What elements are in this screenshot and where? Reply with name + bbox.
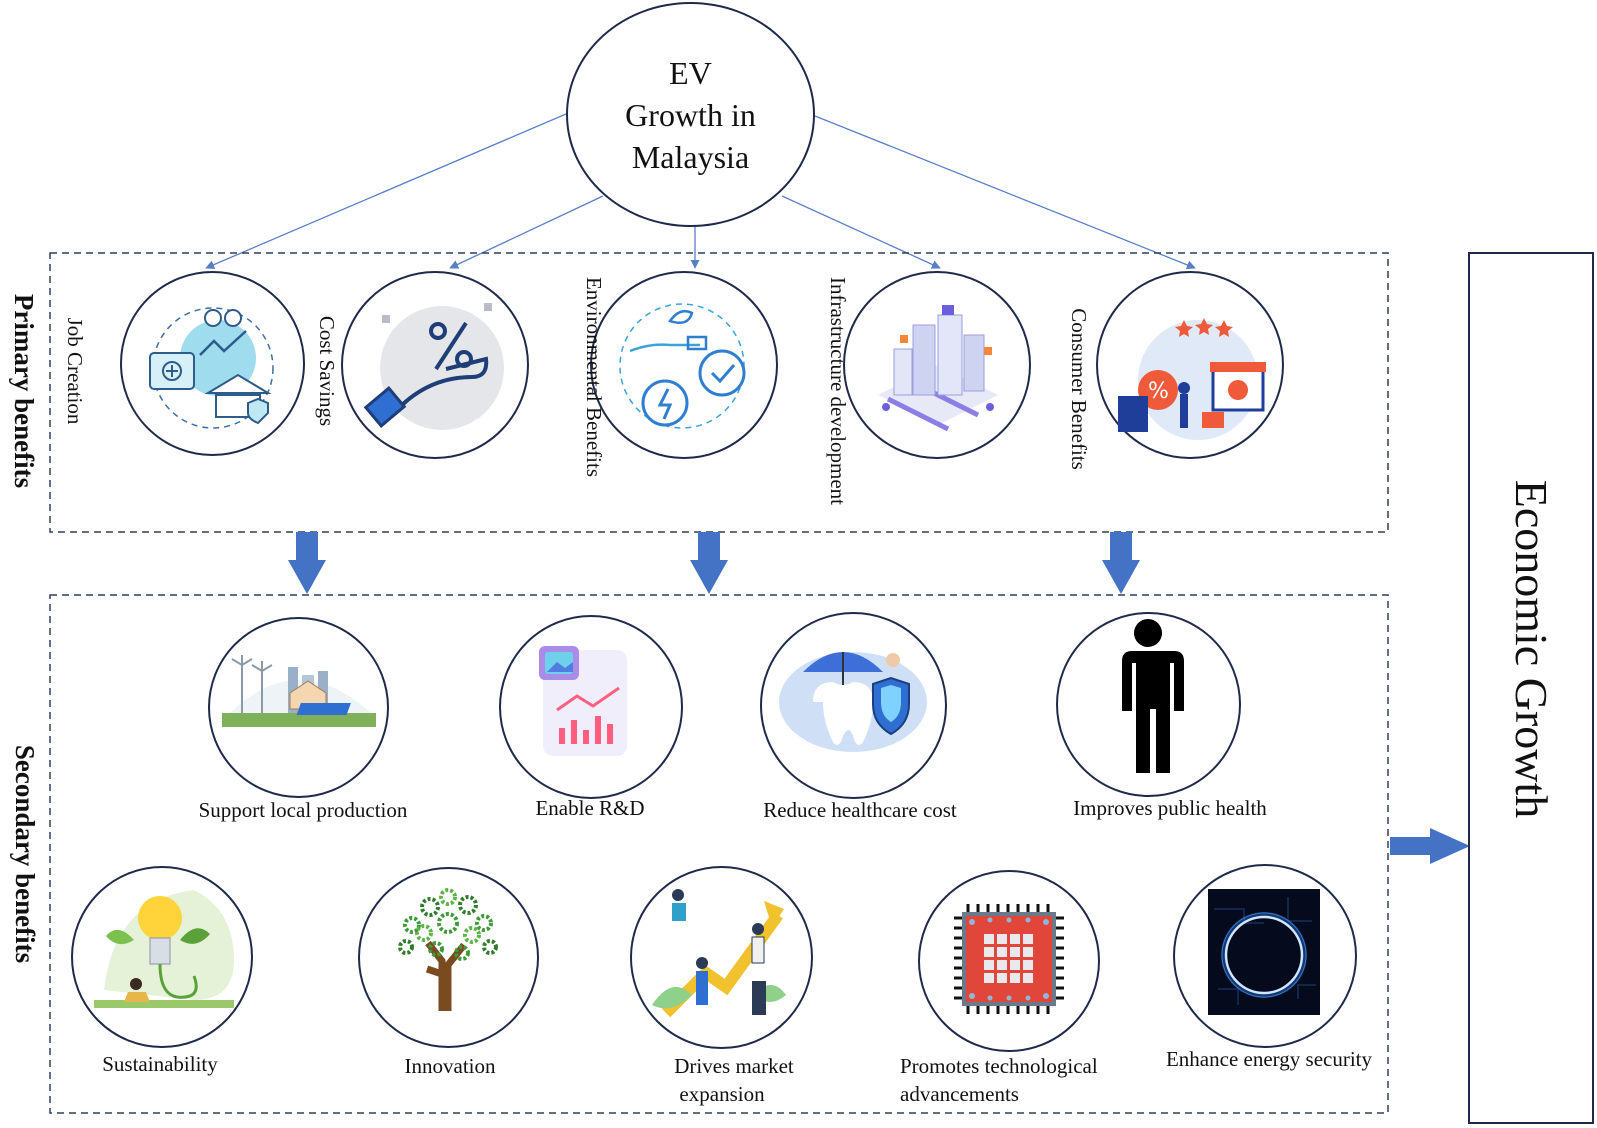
economic-growth-box [1468,252,1594,1124]
local-production-label: Support local production [198,798,408,822]
connector-consumer [814,115,1196,270]
infrastructure-icon [878,305,998,432]
economic-growth-label: Economic Growth [1506,479,1557,819]
chip-icon [954,904,1064,1014]
root-title-line-2: Growth in [625,97,756,133]
primary-benefits-label: Primary benefits [9,293,39,489]
growth-arrow-icon [652,889,786,1018]
root-circle [566,2,815,227]
innovation-circle [358,867,539,1048]
eco-bulb-icon [94,890,234,1008]
connector-cost-savings [449,195,604,269]
connector-infrastructure [781,195,941,269]
down-arrow-3 [1102,532,1140,594]
innovation-label: Innovation [404,1054,496,1078]
market-expansion-label-line-2: expansion [679,1082,765,1106]
market-expansion-label-line-1: Drives market [674,1054,794,1078]
energy-security-label: Enhance energy security [1165,1047,1373,1071]
market-expansion-label: Drives market expansion [634,1052,834,1108]
consumer-benefits-icon: % [1118,318,1266,440]
root-title-line-1: EV [669,55,712,91]
secondary-benefits-label: Secondary benefits [10,744,40,964]
environmental-label: Environmental Benefits [582,276,606,478]
sustainability-label: Sustainability [102,1052,218,1076]
cost-savings-icon [363,303,504,430]
cost-savings-label: Cost Savings [315,315,339,427]
secondary-benefits-box [49,594,1389,1114]
healthcare-label: Reduce healthcare cost [763,798,957,822]
root-title-line-3: Malaysia [631,139,750,175]
root-title: EV Growth in Malaysia [566,52,815,178]
local-production-icon [222,655,376,727]
tech-advancements-label-line-1: Promotes technological [900,1054,1098,1078]
right-arrow-to-economic-growth [1390,828,1470,864]
person-icon [1122,619,1184,773]
healthcare-shield-icon [779,652,927,752]
job-creation-icon [149,307,274,429]
market-expansion-circle [630,866,813,1049]
down-arrow-2 [690,532,728,594]
connector-job-creation [205,113,567,269]
environmental-benefits-icon [619,303,746,429]
research-chart-icon [539,646,627,756]
infrastructure-label: Infrastructure development [826,277,850,505]
down-arrow-1 [288,532,326,594]
consumer-label: Consumer Benefits [1067,308,1091,470]
tech-advancements-label-line-2: advancements [900,1082,1019,1106]
svg-text:%: % [1148,379,1169,404]
rnd-label: Enable R&D [535,796,645,820]
job-creation-label: Job Creation [63,317,87,425]
infrastructure-circle [843,271,1031,459]
environmental-circle [590,271,778,459]
gear-tree-icon [398,888,498,1011]
tech-advancements-label: Promotes technological advancements [900,1052,1140,1108]
public-health-label: Improves public health [1073,796,1267,820]
energy-ring-icon [1208,889,1320,1015]
